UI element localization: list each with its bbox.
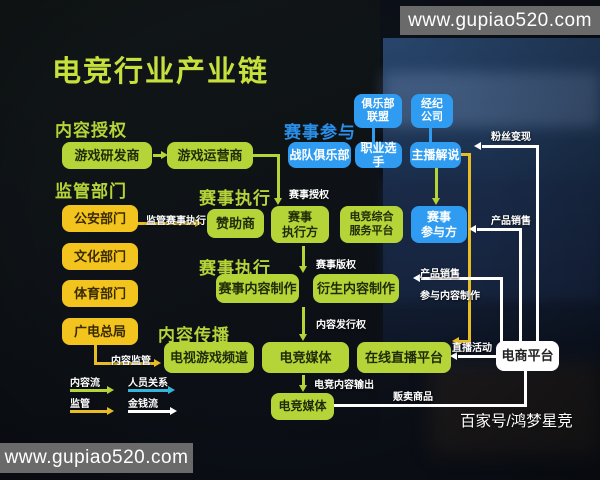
node-game-developer: 游戏研发商 <box>62 142 152 169</box>
line-productsales2-h <box>421 277 502 280</box>
line-alliance-down <box>372 128 375 142</box>
arrowhead-left <box>474 142 481 150</box>
section-content-license: 内容授权 <box>55 121 127 140</box>
legend-label-content-flow: 内容流 <box>70 378 100 389</box>
node-event-content-production: 赛事内容制作 <box>216 274 299 303</box>
node-agency-company: 经纪 公司 <box>411 94 453 128</box>
arrowhead-down <box>299 385 307 392</box>
node-game-operator: 游戏运营商 <box>167 142 253 169</box>
line-gameop-down <box>277 154 280 199</box>
flow-label-supervise-event-execution: 监管赛事执行 <box>146 216 206 227</box>
line-gamedev-to-gameop <box>153 154 161 157</box>
section-event-execution-1: 赛事执行 <box>199 189 271 208</box>
line-productsales1-v <box>519 228 522 342</box>
flow-label-fan-monetization: 粉丝变现 <box>491 132 531 143</box>
credit-text: 百家号/鸿梦星竞 <box>460 413 573 430</box>
flow-label-sell-goods: 贩卖商品 <box>393 392 433 403</box>
flow-label-esports-content-output: 电竞内容输出 <box>314 380 374 391</box>
flow-label-content-distribution-rights: 内容发行权 <box>316 320 366 331</box>
flow-label-product-sales-mid: 产品销售 <box>420 269 460 280</box>
flow-label-event-authorization: 赛事授权 <box>289 190 329 201</box>
line-to-liveplatform <box>459 340 471 343</box>
node-event-participant: 赛事 参与方 <box>411 206 467 243</box>
legend-label-supervision: 监管 <box>70 399 90 410</box>
line-productsales1-h <box>477 228 521 231</box>
line-anchor-to-participant <box>435 168 438 199</box>
line-productsales2-v <box>500 277 503 342</box>
arrowhead-down <box>299 334 307 341</box>
legend-arrow-content-flow <box>70 389 107 392</box>
node-ecommerce-platform: 电商平台 <box>496 341 559 371</box>
flow-label-product-sales-top: 产品销售 <box>491 216 531 227</box>
section-event-participation: 赛事参与 <box>284 123 356 142</box>
flow-label-participate-content-production: 参与内容制作 <box>420 291 480 302</box>
flow-label-live-activity: 直播活动 <box>452 343 492 354</box>
section-event-execution-2: 赛事执行 <box>199 259 271 278</box>
arrowhead-left <box>452 337 459 345</box>
arrowhead-right <box>107 386 114 394</box>
section-regulator: 监管部门 <box>55 182 127 201</box>
legend-arrow-money-flow <box>128 410 170 413</box>
line-exec-to-eventcontent <box>302 246 305 267</box>
legend-label-personnel-relation: 人员关系 <box>128 378 168 389</box>
arrowhead-down <box>299 266 307 273</box>
background-warm-patch <box>430 360 600 455</box>
line-liveactivity <box>458 355 496 358</box>
legend-arrow-personnel-relation <box>128 389 168 392</box>
watermark-bar-top: www.gupiao520.com <box>400 6 600 35</box>
line-agency-down <box>429 128 432 142</box>
arrowhead-right <box>161 151 168 159</box>
node-esports-service-platform: 电竞综合 服务平台 <box>340 206 403 243</box>
watermark-bar-bottom: www.gupiao520.com <box>0 443 193 473</box>
arrowhead-right <box>154 359 161 367</box>
node-derivative-content-production: 衍生内容制作 <box>313 274 399 303</box>
arrowhead-right <box>107 407 114 415</box>
arrowhead-right <box>168 386 175 394</box>
node-esports-media-2: 电竞媒体 <box>271 393 334 420</box>
flow-label-event-copyright: 赛事版权 <box>316 260 356 271</box>
arrowhead-right <box>170 407 177 415</box>
line-gdzj-down <box>94 345 97 365</box>
line-gameop-elbow <box>253 154 280 157</box>
node-esports-media: 电竞媒体 <box>262 342 349 373</box>
arrowhead-down <box>432 198 440 205</box>
node-online-live-platform: 在线直播平台 <box>357 342 451 373</box>
diagram-title: 电竞行业产业链 <box>52 56 270 88</box>
legend-label-money-flow: 金钱流 <box>128 399 158 410</box>
arrowhead-down <box>274 198 282 205</box>
section-content-spread: 内容传播 <box>158 326 230 345</box>
node-club-alliance: 俱乐部 联盟 <box>354 94 402 128</box>
arrowhead-left <box>413 274 420 282</box>
line-eventcontent-to-media <box>302 307 305 335</box>
watermark-text: www.gupiao520.com <box>4 447 189 468</box>
node-sponsor: 赞助商 <box>207 209 264 238</box>
node-sports-dept: 体育部门 <box>62 280 138 307</box>
line-ecom-down <box>524 370 527 406</box>
arrowhead-left <box>450 352 457 360</box>
line-anchor-elbow <box>461 153 471 156</box>
line-psb-to-sponsor <box>138 222 195 225</box>
node-broadcast-admin: 广电总局 <box>62 318 138 345</box>
node-team-club: 战队俱乐部 <box>288 142 351 168</box>
line-sellgoods <box>334 404 527 407</box>
line-media-to-media2 <box>302 375 305 386</box>
node-tv-game-channel: 电视游戏频道 <box>164 342 254 373</box>
node-public-security: 公安部门 <box>62 205 138 232</box>
arrowhead-right <box>195 219 202 227</box>
arrowhead-left <box>469 225 476 233</box>
line-gdzj-to-tv <box>94 362 154 365</box>
node-culture-dept: 文化部门 <box>62 243 138 270</box>
legend-arrow-supervision <box>70 410 107 413</box>
line-fanmonetize-h <box>482 145 538 148</box>
line-fanmonetize-v <box>536 145 539 342</box>
line-anchor-long-down <box>468 153 471 343</box>
watermark-text: www.gupiao520.com <box>408 9 592 31</box>
flow-label-content-supervision: 内容监管 <box>111 356 151 367</box>
node-anchor-commentator: 主播解说 <box>410 142 461 168</box>
node-pro-player: 职业选手 <box>355 141 402 169</box>
node-event-executor: 赛事 执行方 <box>271 206 329 243</box>
